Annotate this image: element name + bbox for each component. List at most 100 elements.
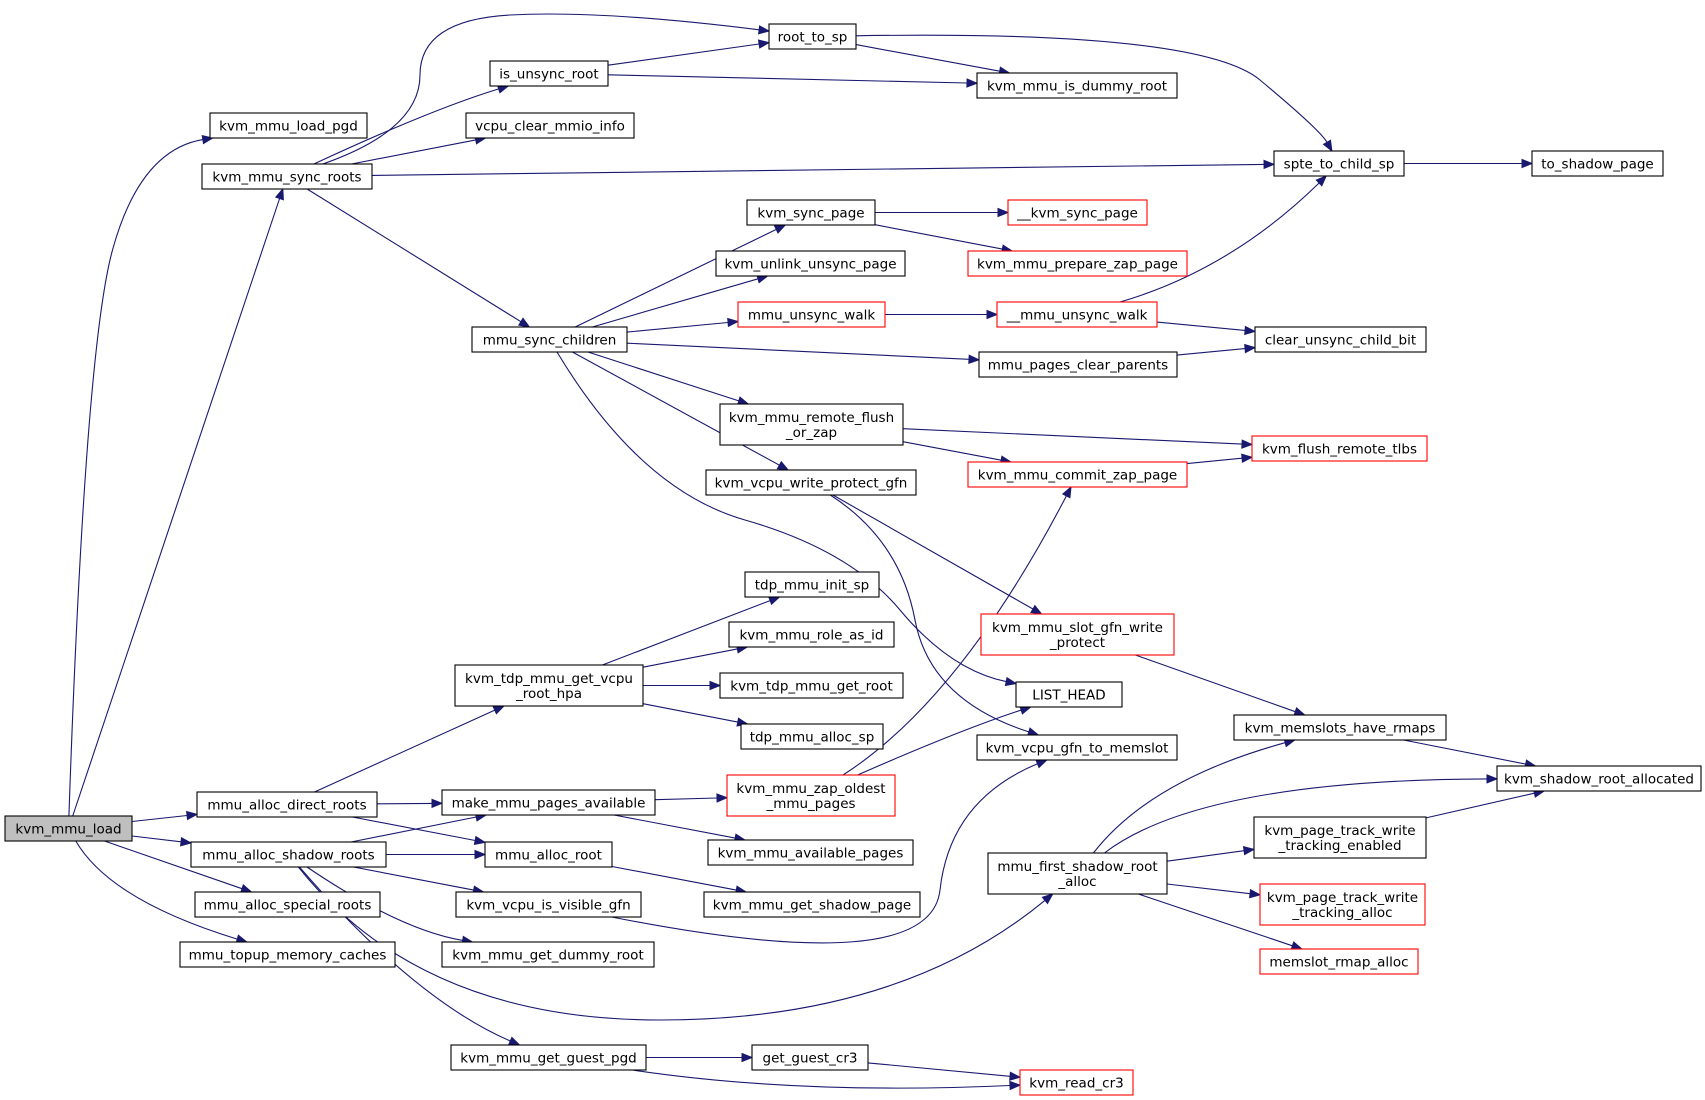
node-mmu_sync_children[interactable]: mmu_sync_children: [471, 326, 628, 353]
node-box[interactable]: [489, 60, 609, 87]
node-box[interactable]: [976, 734, 1178, 761]
node-kvm_page_track_write_tracking_enabled[interactable]: kvm_page_track_write_tracking_enabled: [1253, 816, 1427, 859]
node-memslot_rmap_alloc[interactable]: memslot_rmap_alloc: [1259, 948, 1419, 975]
node-box[interactable]: [1259, 948, 1419, 975]
node-box[interactable]: [441, 789, 656, 816]
node-mmu_first_shadow_root_alloc[interactable]: mmu_first_shadow_root_alloc: [987, 852, 1168, 895]
node-kvm_mmu_is_dummy_root[interactable]: kvm_mmu_is_dummy_root: [976, 72, 1178, 99]
node-spte_to_child_sp[interactable]: spte_to_child_sp: [1273, 150, 1405, 177]
node-box[interactable]: [179, 941, 396, 968]
node-box[interactable]: [1254, 326, 1427, 353]
node-box[interactable]: [737, 301, 886, 328]
node-box[interactable]: [1531, 150, 1664, 177]
node-box[interactable]: [715, 250, 906, 277]
node-box[interactable]: [465, 112, 635, 139]
node-box[interactable]: [707, 839, 914, 866]
node-box[interactable]: [455, 891, 642, 918]
node-box[interactable]: [751, 1044, 869, 1071]
node-box[interactable]: [1253, 816, 1427, 859]
node-box[interactable]: [1273, 150, 1405, 177]
node-to_shadow_page[interactable]: to_shadow_page: [1531, 150, 1664, 177]
node-box[interactable]: [728, 621, 895, 648]
node-box[interactable]: [1251, 435, 1428, 462]
node-box[interactable]: [746, 199, 876, 226]
node-box[interactable]: [967, 250, 1188, 277]
node-box[interactable]: [1496, 765, 1702, 792]
node-mmu_topup_memory_caches[interactable]: mmu_topup_memory_caches: [179, 941, 396, 968]
node-mmu_pages_clear_parents[interactable]: mmu_pages_clear_parents: [978, 351, 1178, 378]
node-box[interactable]: [705, 469, 917, 496]
node-box[interactable]: [484, 841, 613, 868]
node-kvm_mmu_zap_oldest_mmu_pages[interactable]: kvm_mmu_zap_oldest_mmu_pages: [726, 774, 896, 817]
node-box[interactable]: [4, 815, 133, 842]
node-box[interactable]: [740, 723, 884, 750]
node-kvm_mmu_slot_gfn_write_protect[interactable]: kvm_mmu_slot_gfn_write_protect: [980, 613, 1175, 656]
node-box[interactable]: [976, 72, 1178, 99]
node-tdp_mmu_alloc_sp[interactable]: tdp_mmu_alloc_sp: [740, 723, 884, 750]
node-box[interactable]: [1233, 714, 1447, 741]
node-mmu_alloc_direct_roots[interactable]: mmu_alloc_direct_roots: [196, 791, 378, 818]
node-kvm_shadow_root_allocated[interactable]: kvm_shadow_root_allocated: [1496, 765, 1702, 792]
node-kvm_vcpu_write_protect_gfn[interactable]: kvm_vcpu_write_protect_gfn: [705, 469, 917, 496]
node-box[interactable]: [703, 891, 921, 918]
node-box[interactable]: [996, 301, 1158, 328]
node-__kvm_sync_page[interactable]: __kvm_sync_page: [1007, 199, 1148, 226]
node-LIST_HEAD[interactable]: LIST_HEAD: [1015, 681, 1123, 708]
node-box[interactable]: [1015, 681, 1123, 708]
node-box[interactable]: [967, 461, 1188, 488]
node-kvm_flush_remote_tlbs[interactable]: kvm_flush_remote_tlbs: [1251, 435, 1428, 462]
node-kvm_mmu_sync_roots[interactable]: kvm_mmu_sync_roots: [201, 163, 373, 190]
node-box[interactable]: [978, 351, 1178, 378]
node-clear_unsync_child_bit[interactable]: clear_unsync_child_bit: [1254, 326, 1427, 353]
node-kvm_vcpu_gfn_to_memslot[interactable]: kvm_vcpu_gfn_to_memslot: [976, 734, 1178, 761]
node-box[interactable]: [441, 941, 655, 968]
node-kvm_sync_page[interactable]: kvm_sync_page: [746, 199, 876, 226]
node-box[interactable]: [194, 891, 381, 918]
node-kvm_mmu_get_dummy_root[interactable]: kvm_mmu_get_dummy_root: [441, 941, 655, 968]
node-kvm_mmu_get_guest_pgd[interactable]: kvm_mmu_get_guest_pgd: [450, 1044, 647, 1071]
node-box[interactable]: [201, 163, 373, 190]
node-kvm_read_cr3[interactable]: kvm_read_cr3: [1019, 1069, 1134, 1096]
node-box[interactable]: [726, 774, 896, 817]
node-kvm_memslots_have_rmaps[interactable]: kvm_memslots_have_rmaps: [1233, 714, 1447, 741]
node-box[interactable]: [471, 326, 628, 353]
node-get_guest_cr3[interactable]: get_guest_cr3: [751, 1044, 869, 1071]
node-kvm_mmu_role_as_id[interactable]: kvm_mmu_role_as_id: [728, 621, 895, 648]
node-box[interactable]: [196, 791, 378, 818]
node-vcpu_clear_mmio_info[interactable]: vcpu_clear_mmio_info: [465, 112, 635, 139]
node-box[interactable]: [719, 672, 904, 699]
node-kvm_tdp_mmu_get_vcpu_root_hpa[interactable]: kvm_tdp_mmu_get_vcpu_root_hpa: [454, 664, 644, 707]
node-mmu_alloc_special_roots[interactable]: mmu_alloc_special_roots: [194, 891, 381, 918]
node-kvm_mmu_load[interactable]: kvm_mmu_load: [4, 815, 133, 842]
node-kvm_mmu_remote_flush_or_zap[interactable]: kvm_mmu_remote_flush_or_zap: [719, 403, 904, 446]
node-mmu_alloc_root[interactable]: mmu_alloc_root: [484, 841, 613, 868]
node-box[interactable]: [980, 613, 1175, 656]
node-tdp_mmu_init_sp[interactable]: tdp_mmu_init_sp: [744, 571, 880, 598]
node-mmu_alloc_shadow_roots[interactable]: mmu_alloc_shadow_roots: [190, 841, 387, 868]
node-__mmu_unsync_walk[interactable]: __mmu_unsync_walk: [996, 301, 1158, 328]
node-box[interactable]: [1259, 883, 1426, 926]
node-mmu_unsync_walk[interactable]: mmu_unsync_walk: [737, 301, 886, 328]
node-root_to_sp[interactable]: root_to_sp: [768, 23, 857, 50]
node-kvm_page_track_write_tracking_alloc[interactable]: kvm_page_track_write_tracking_alloc: [1259, 883, 1426, 926]
node-kvm_mmu_available_pages[interactable]: kvm_mmu_available_pages: [707, 839, 914, 866]
node-box[interactable]: [450, 1044, 647, 1071]
node-box[interactable]: [209, 112, 368, 139]
node-box[interactable]: [1007, 199, 1148, 226]
node-kvm_mmu_commit_zap_page[interactable]: kvm_mmu_commit_zap_page: [967, 461, 1188, 488]
node-kvm_tdp_mmu_get_root[interactable]: kvm_tdp_mmu_get_root: [719, 672, 904, 699]
node-box[interactable]: [1019, 1069, 1134, 1096]
node-kvm_mmu_prepare_zap_page[interactable]: kvm_mmu_prepare_zap_page: [967, 250, 1188, 277]
node-kvm_unlink_unsync_page[interactable]: kvm_unlink_unsync_page: [715, 250, 906, 277]
node-box[interactable]: [744, 571, 880, 598]
node-kvm_mmu_load_pgd[interactable]: kvm_mmu_load_pgd: [209, 112, 368, 139]
node-box[interactable]: [719, 403, 904, 446]
node-kvm_vcpu_is_visible_gfn[interactable]: kvm_vcpu_is_visible_gfn: [455, 891, 642, 918]
node-box[interactable]: [768, 23, 857, 50]
node-box[interactable]: [454, 664, 644, 707]
node-is_unsync_root[interactable]: is_unsync_root: [489, 60, 609, 87]
node-make_mmu_pages_available[interactable]: make_mmu_pages_available: [441, 789, 656, 816]
node-kvm_mmu_get_shadow_page[interactable]: kvm_mmu_get_shadow_page: [703, 891, 921, 918]
node-box[interactable]: [190, 841, 387, 868]
node-box[interactable]: [987, 852, 1168, 895]
